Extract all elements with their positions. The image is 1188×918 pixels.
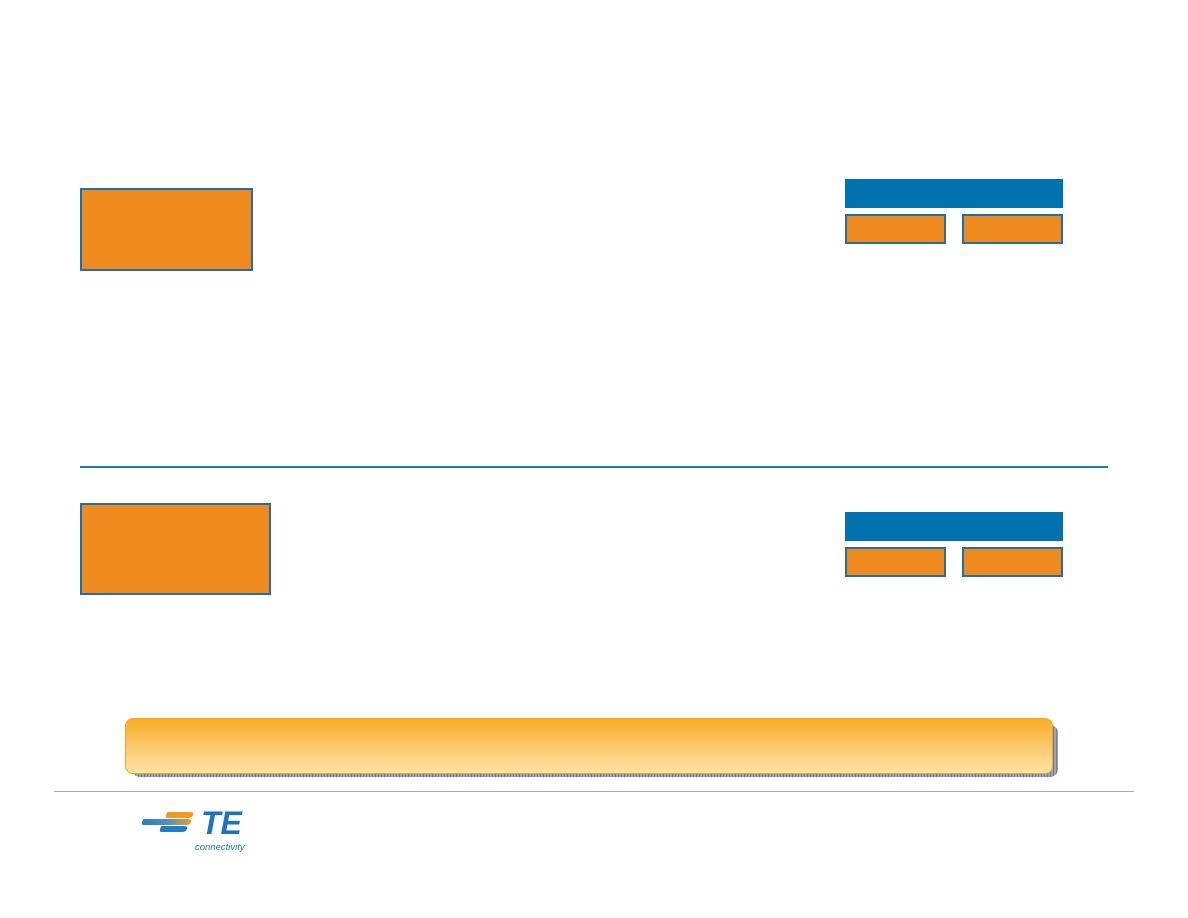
section-2-left-orange-cell [845, 547, 946, 577]
section-2-right-orange-cell [962, 547, 1063, 577]
te-connectivity-logo: TE connectivity [141, 805, 246, 853]
logo-tagline: connectivity [195, 842, 246, 853]
logo-wordmark: TE [201, 805, 244, 841]
section-1-orange-box [80, 188, 253, 271]
section-2-orange-box [80, 503, 271, 595]
section-1-blue-header-bar [845, 179, 1063, 208]
summary-banner [125, 718, 1053, 774]
section-divider [80, 466, 1108, 468]
section-1-left-orange-cell [845, 214, 946, 244]
logo-stripes-icon [141, 812, 194, 832]
section-1-right-orange-cell [962, 214, 1063, 244]
footer-rule [54, 791, 1134, 792]
section-2-blue-header-bar [845, 512, 1063, 541]
